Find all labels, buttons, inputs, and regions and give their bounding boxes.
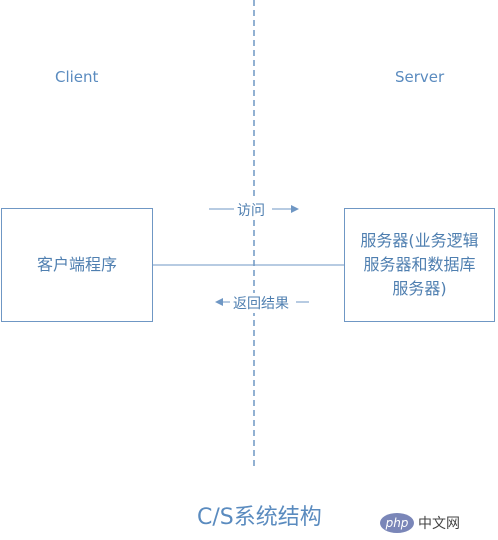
- server-box-line-2: 服务器和数据库: [363, 255, 476, 274]
- client-box: 客户端程序: [1, 208, 153, 322]
- watermark: php 中文网: [380, 510, 460, 536]
- response-label: 返回结果: [230, 293, 292, 313]
- request-label: 访问: [234, 200, 268, 220]
- server-box: 服务器(业务逻辑 服务器和数据库 服务器): [344, 208, 495, 322]
- client-label: Client: [55, 68, 99, 86]
- server-label: Server: [395, 68, 445, 86]
- watermark-text: 中文网: [418, 516, 460, 532]
- server-box-line-1: 服务器(业务逻辑: [360, 231, 479, 250]
- diagram-caption: C/S系统结构: [197, 505, 322, 530]
- client-box-label: 客户端程序: [36, 255, 117, 274]
- server-box-label: 服务器(业务逻辑 服务器和数据库 服务器): [360, 229, 478, 301]
- php-logo-icon: php: [380, 513, 414, 533]
- server-box-line-3: 服务器): [392, 279, 447, 298]
